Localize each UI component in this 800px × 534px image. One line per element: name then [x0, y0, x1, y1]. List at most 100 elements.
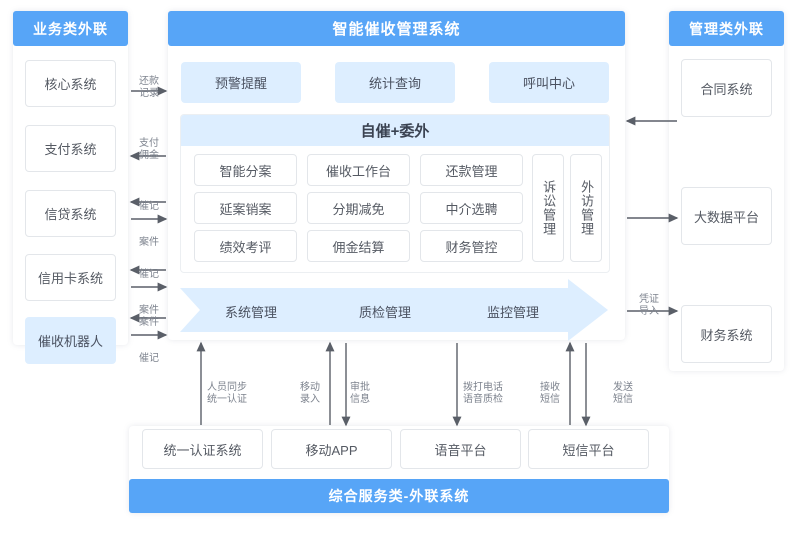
grid-item-label: 中介选聘 — [445, 201, 498, 217]
banner-label-system-management: 系统管理 — [206, 302, 296, 321]
arrow-label-voucher-import: 凭证 导入 — [628, 281, 670, 319]
grid-item-performance-review[interactable]: 绩效考评 — [194, 230, 297, 262]
self-outsource-title-label: 自催+委外 — [360, 123, 430, 140]
grid-item-label: 催收工作台 — [325, 163, 391, 179]
side-module-label: 外访管理 — [579, 180, 595, 236]
arrow-label-text: 审批 信息 — [350, 381, 370, 406]
right-item-contract-system[interactable]: 合同系统 — [681, 59, 772, 117]
banner-label: 质检管理 — [358, 305, 411, 320]
arrow-label-payment-commission: 支付 佣金 — [128, 125, 170, 163]
bottom-item-unified-auth-system[interactable]: 统一认证系统 — [142, 429, 263, 469]
arrow-label-case-1: 案件 — [128, 224, 170, 249]
center-module-alert[interactable]: 预警提醒 — [181, 62, 301, 103]
grid-item-smart-assign[interactable]: 智能分案 — [194, 154, 297, 186]
arrow-label-text: 案件 — [139, 316, 159, 328]
arrow-label-approval-info: 审批 信息 — [350, 369, 378, 407]
arrow-label-case-3: 案件 — [128, 304, 170, 329]
bottom-item-label: 语音平台 — [434, 442, 487, 458]
banner-label: 系统管理 — [224, 305, 277, 320]
left-item-creditcard-system[interactable]: 信用卡系统 — [25, 254, 116, 301]
side-module-litigation-management[interactable]: 诉讼管理 — [532, 154, 564, 262]
arrow-label-collection-record-2: 催记 — [128, 256, 170, 281]
center-panel-header-label: 智能催收管理系统 — [332, 21, 461, 38]
bottom-item-voice-platform[interactable]: 语音平台 — [400, 429, 521, 469]
grid-item-label: 智能分案 — [219, 163, 272, 179]
center-module-call-center[interactable]: 呼叫中心 — [489, 62, 609, 103]
arrow-label-text: 移动 录入 — [300, 381, 320, 406]
left-item-core-system[interactable]: 核心系统 — [25, 60, 116, 107]
right-item-label: 财务系统 — [700, 327, 753, 343]
grid-item-label: 绩效考评 — [219, 239, 272, 255]
right-item-label: 大数据平台 — [693, 209, 759, 225]
arrow-label-send-sms: 发送 短信 — [613, 369, 641, 407]
bottom-item-label: 短信平台 — [562, 442, 615, 458]
arrow-label-text: 拨打电话 语音质检 — [463, 381, 503, 406]
banner-label-monitor-management: 监控管理 — [468, 302, 558, 321]
arrow-label-text: 凭证 导入 — [639, 293, 659, 318]
arrow-label-dial-call-voice-qc: 拨打电话 语音质检 — [463, 369, 533, 407]
arrow-label-text: 案件 — [139, 236, 159, 248]
left-item-collection-robot[interactable]: 催收机器人 — [25, 317, 116, 364]
side-module-field-visit-management[interactable]: 外访管理 — [570, 154, 602, 262]
grid-item-repayment-management[interactable]: 还款管理 — [420, 154, 523, 186]
grid-item-label: 延案销案 — [219, 201, 272, 217]
right-item-bigdata-platform[interactable]: 大数据平台 — [681, 187, 772, 245]
arrow-label-text: 支付 佣金 — [139, 137, 159, 162]
banner-label: 监控管理 — [486, 305, 539, 320]
grid-item-label: 分期减免 — [332, 201, 385, 217]
right-item-finance-system[interactable]: 财务系统 — [681, 305, 772, 363]
bottom-item-label: 统一认证系统 — [163, 442, 242, 458]
right-column-header-label: 管理类外联 — [689, 20, 764, 37]
center-module-label: 呼叫中心 — [522, 76, 575, 91]
grid-item-financial-control[interactable]: 财务管控 — [420, 230, 523, 262]
right-column-header: 管理类外联 — [669, 11, 784, 46]
arrow-label-mobile-entry: 移动 录入 — [300, 369, 328, 407]
arrow-label-text: 还款 记录 — [139, 75, 159, 100]
arrow-label-collection-record-1: 催记 — [128, 188, 170, 213]
center-panel-header: 智能催收管理系统 — [168, 11, 625, 46]
right-item-label: 合同系统 — [700, 81, 753, 97]
left-item-label: 支付系统 — [44, 142, 97, 157]
side-module-label: 诉讼管理 — [541, 180, 557, 236]
grid-item-label: 还款管理 — [445, 163, 498, 179]
center-module-label: 统计查询 — [368, 76, 421, 91]
arrow-label-receive-sms: 接收 短信 — [540, 369, 568, 407]
banner-label-quality-management: 质检管理 — [340, 302, 430, 321]
left-item-credit-system[interactable]: 信贷系统 — [25, 190, 116, 237]
bottom-item-sms-platform[interactable]: 短信平台 — [528, 429, 649, 469]
arrow-label-text: 发送 短信 — [613, 381, 633, 406]
left-column-header: 业务类外联 — [13, 11, 128, 46]
arrow-label-collection-record-3: 催记 — [128, 340, 170, 365]
grid-item-installment-reduction[interactable]: 分期减免 — [307, 192, 410, 224]
arrow-label-staff-sync-unified-auth: 人员同步 统一认证 — [207, 369, 277, 407]
arrow-label-case-2: 案件 — [128, 292, 170, 317]
arrow-label-text: 催记 — [139, 200, 159, 212]
arrow-label-text: 人员同步 统一认证 — [207, 381, 247, 406]
left-item-payment-system[interactable]: 支付系统 — [25, 125, 116, 172]
grid-item-collection-workbench[interactable]: 催收工作台 — [307, 154, 410, 186]
grid-item-label: 佣金结算 — [332, 239, 385, 255]
arrow-label-text: 催记 — [139, 352, 159, 364]
bottom-item-mobile-app[interactable]: 移动APP — [271, 429, 392, 469]
arrow-label-repayment-record: 还款 记录 — [128, 63, 170, 101]
bottom-item-label: 移动APP — [305, 442, 358, 458]
left-item-label: 信用卡系统 — [37, 271, 103, 286]
left-column-header-label: 业务类外联 — [33, 20, 108, 37]
left-item-label: 信贷系统 — [44, 207, 97, 222]
left-item-label: 核心系统 — [44, 77, 97, 92]
bottom-footer-label: 综合服务类-外联系统 — [328, 488, 470, 504]
center-module-statistics[interactable]: 统计查询 — [335, 62, 455, 103]
arrow-label-text: 案件 — [139, 304, 159, 316]
grid-item-label: 财务管控 — [445, 239, 498, 255]
grid-item-commission-settlement[interactable]: 佣金结算 — [307, 230, 410, 262]
arrow-label-text: 接收 短信 — [540, 381, 560, 406]
grid-item-case-delay-close[interactable]: 延案销案 — [194, 192, 297, 224]
arrow-label-text: 催记 — [139, 268, 159, 280]
left-item-label: 催收机器人 — [37, 334, 103, 349]
center-module-label: 预警提醒 — [214, 76, 267, 91]
grid-item-agency-recruitment[interactable]: 中介选聘 — [420, 192, 523, 224]
self-outsource-title: 自催+委外 — [181, 115, 609, 146]
